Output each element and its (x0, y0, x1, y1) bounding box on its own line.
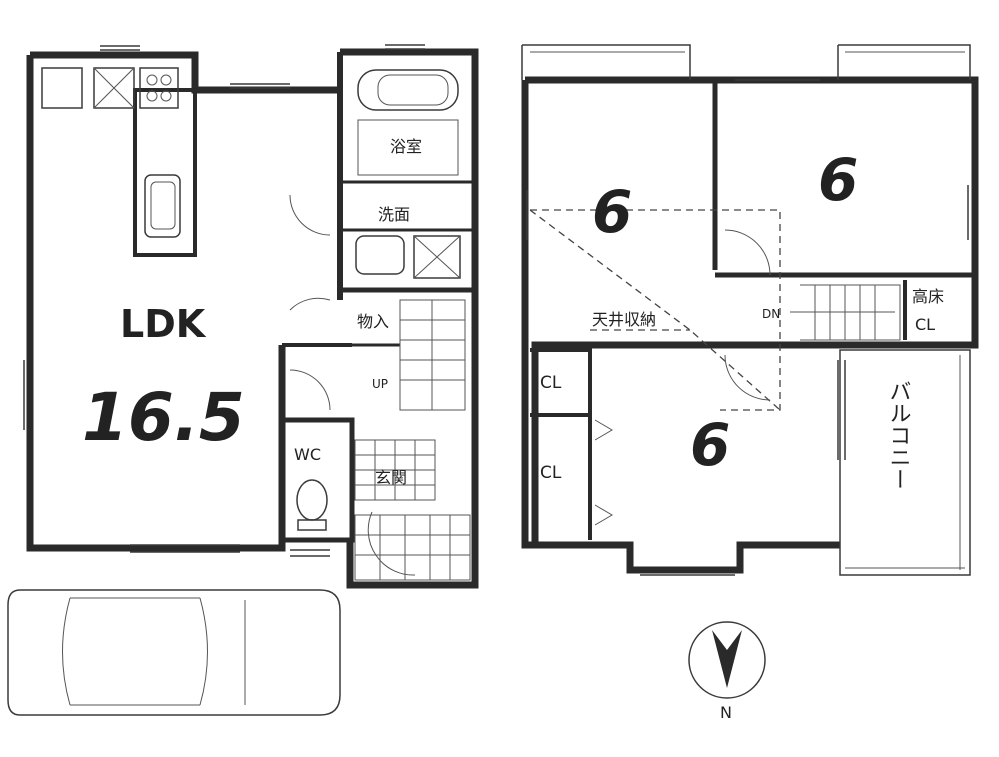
room-nw-size: 6 (592, 178, 632, 246)
bath-label: 浴室 (390, 137, 422, 156)
compass-circle (688, 621, 766, 699)
floor-1-core (282, 44, 479, 589)
car-outline (7, 589, 341, 716)
balcony-label: バルコニー (886, 380, 911, 490)
room-ne-size: 6 (818, 146, 858, 214)
up-label: UP (372, 377, 388, 391)
raised-closet-label-2: CL (915, 315, 935, 334)
floor-1-walls (23, 45, 352, 553)
north-label: N (720, 703, 732, 722)
floor-2-walls (521, 44, 979, 576)
entrance-label: 玄関 (375, 468, 407, 487)
floor-2: 6 6 6 天井収納 DN 高床 CL CL CL バルコニー (521, 44, 979, 576)
ldk-size: 16.5 (82, 379, 245, 456)
compass: N (688, 621, 766, 722)
floor-1: LDK 16.5 浴室 洗面 物入 UP WC 玄関 (23, 44, 479, 589)
closet-2-label: CL (540, 463, 562, 483)
compass-arrow-icon (712, 630, 742, 688)
ldk-label: LDK (120, 302, 207, 346)
down-label: DN (762, 307, 780, 321)
room-s-size: 6 (690, 411, 730, 479)
washroom-label: 洗面 (378, 205, 410, 224)
wc-label: WC (294, 445, 321, 464)
attic-storage-label: 天井収納 (592, 310, 656, 329)
storage-label: 物入 (357, 312, 389, 331)
closet-1-label: CL (540, 373, 562, 393)
raised-closet-label-1: 高床 (912, 287, 944, 306)
